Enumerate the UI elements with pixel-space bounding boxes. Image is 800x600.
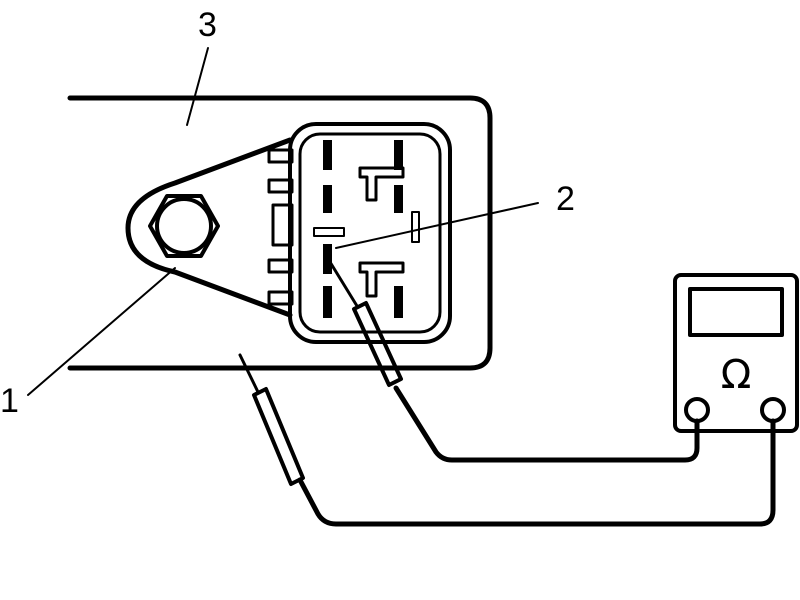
probe-tip-upper	[328, 260, 359, 308]
probe-body-upper	[352, 301, 403, 387]
probe-body-lower	[252, 387, 305, 486]
t-terminal	[358, 261, 405, 298]
multimeter-jack-com	[684, 397, 710, 423]
terminal-slot	[394, 286, 403, 318]
multimeter-display	[688, 287, 784, 337]
probe-lead-upper	[393, 385, 700, 463]
probe-tip-lower	[238, 353, 260, 394]
terminal-slot	[323, 286, 332, 318]
mounting-bracket	[125, 137, 293, 318]
terminal-slot	[394, 185, 403, 213]
callout-2: 2	[556, 180, 575, 218]
hex-bolt	[148, 194, 220, 258]
ohm-symbol: Ω	[721, 352, 752, 398]
multimeter-jack-ohm	[760, 397, 786, 423]
t-terminal	[358, 166, 405, 202]
probe-lead-lower	[297, 418, 776, 527]
callout-3: 3	[198, 6, 217, 44]
terminal-slot	[394, 140, 403, 170]
callout-1: 1	[0, 382, 19, 420]
connector-terminals	[313, 140, 420, 318]
terminal-slot-horizontal	[313, 227, 345, 237]
terminal-slot	[323, 140, 332, 170]
callout-leaders	[27, 47, 539, 396]
mounting-plate	[67, 95, 493, 371]
terminal-slot	[323, 244, 332, 274]
multimeter: Ω	[673, 273, 799, 433]
terminal-slot	[323, 185, 332, 213]
terminal-slot-vertical	[411, 211, 420, 243]
test-leads	[238, 260, 776, 527]
